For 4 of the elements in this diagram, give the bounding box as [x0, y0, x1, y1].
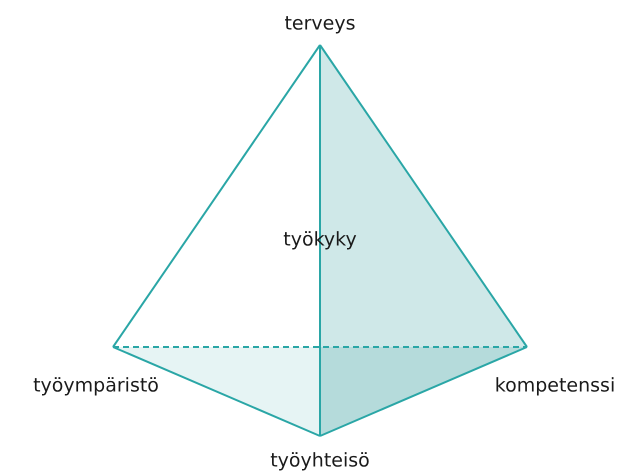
vertex-label: kompetenssi: [494, 376, 616, 396]
vertex-label: työyhteisö: [270, 452, 370, 470]
vertex-label: työympäristö: [33, 376, 159, 396]
vertex-label: terveys: [284, 14, 356, 34]
